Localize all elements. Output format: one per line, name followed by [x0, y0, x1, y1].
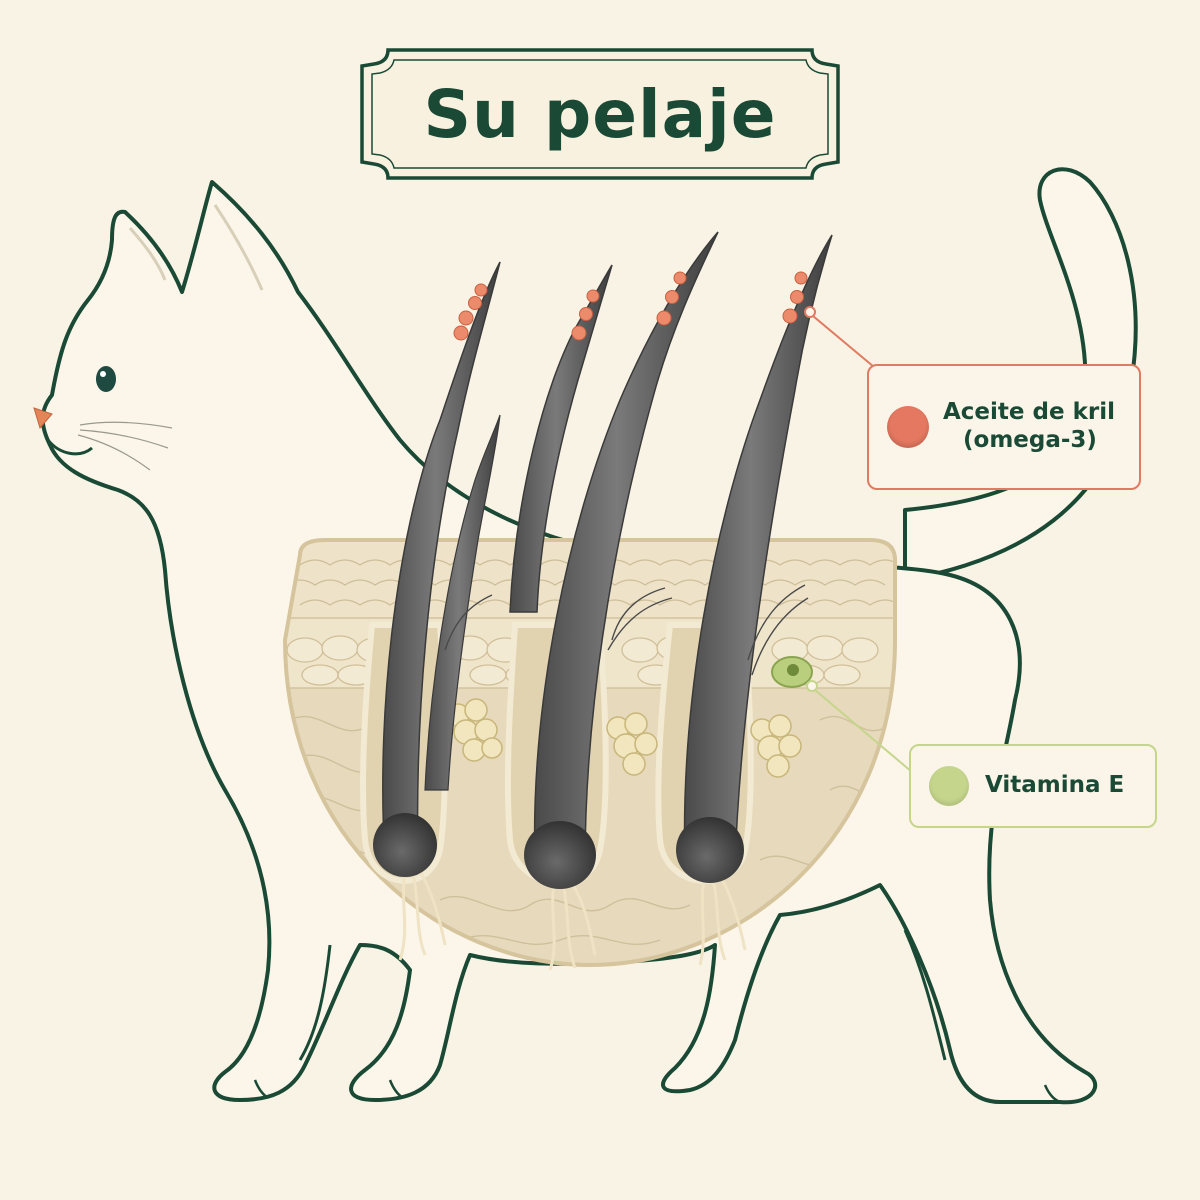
vitamin-e-label: Vitamina E	[985, 772, 1125, 799]
hair-strand	[509, 264, 613, 613]
krill-oil-dot-icon	[887, 406, 929, 448]
fine-hairs	[444, 584, 809, 676]
hair-strand	[424, 414, 501, 791]
cat-whiskers	[77, 421, 173, 471]
hair-strand	[382, 261, 501, 861]
cat-nose	[33, 407, 53, 430]
omega3-droplets	[453, 271, 808, 341]
hair-strand	[533, 231, 719, 866]
hair-strand	[683, 234, 833, 866]
cat-mouth	[46, 439, 93, 456]
vitamin-e-cell	[771, 656, 813, 688]
cat-eye	[96, 366, 116, 392]
cat-face	[33, 366, 173, 471]
follicle-roots	[398, 867, 747, 971]
page-title: Su pelaje	[423, 75, 777, 153]
vitamin-e-dot-icon	[929, 766, 969, 806]
cat-ear-inner	[128, 227, 167, 281]
cat-ear-inner	[213, 204, 264, 291]
krill-oil-label-line1: Aceite de kril	[943, 399, 1115, 426]
cat-paw-line	[1043, 1084, 1059, 1103]
hair-bulb	[676, 817, 744, 883]
vitamin-e-callout: Vitamina E	[909, 744, 1157, 828]
cat-paw-line	[253, 1079, 269, 1100]
title-plaque: Su pelaje	[362, 50, 838, 178]
cat-leg-line	[903, 929, 947, 1061]
krill-leader-line	[804, 306, 881, 373]
cat-leg-line	[298, 944, 332, 1061]
cat-paw-line	[388, 1079, 404, 1100]
krill-oil-callout: Aceite de kril (omega-3)	[867, 364, 1141, 490]
vitamin-e-leader-line	[806, 680, 913, 773]
krill-oil-label: Aceite de kril (omega-3)	[943, 399, 1115, 454]
title-plaque-frame	[360, 48, 840, 180]
hair-bulb	[373, 813, 437, 877]
krill-oil-label-line2: (omega-3)	[963, 427, 1097, 453]
sebaceous-glands	[446, 698, 802, 778]
hair-strands	[373, 231, 833, 889]
hair-bulb	[524, 821, 596, 889]
